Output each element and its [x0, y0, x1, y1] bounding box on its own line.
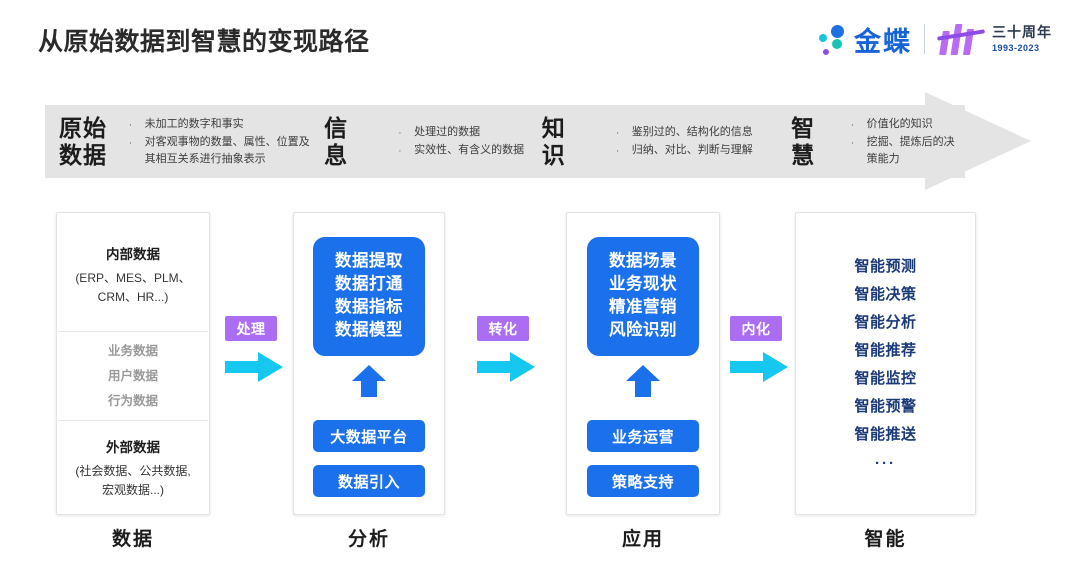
list-item: 智能预警 [854, 398, 917, 415]
right-arrow-icon [730, 352, 788, 382]
stage-label: 知 识 [541, 114, 566, 168]
card-data: 内部数据 (ERP、MES、PLM、 CRM、HR...) 业务数据 用户数据 … [56, 212, 210, 515]
brand-name: 金蝶 [854, 26, 912, 57]
bullet-marker-icon: · [128, 136, 133, 149]
bullet-text: 对客观事物的数量、属性、位置及其相互关系进行抽象表示 [144, 135, 310, 165]
list-item: 智能监控 [854, 370, 917, 387]
dikw-stage-knowledge: 知 识 · 鉴别过的、结构化的信息 · 归纳、对比、判断与理解 [528, 105, 777, 178]
list-item: 智能决策 [854, 286, 917, 303]
anniversary-text: 三十周年 1993-2023 [992, 24, 1052, 53]
middle-item: 用户数据 [107, 368, 158, 383]
bullet-text: 未加工的数字和事实 [144, 117, 244, 130]
list-item: 智能推送 [854, 426, 917, 443]
dikw-stage-raw-data: 原始 数据 · 未加工的数字和事实 · 对客观事物的数量、属性、位置及其相互关系… [45, 105, 310, 178]
application-pill-strategy[interactable]: 策略支持 [587, 465, 699, 497]
middle-item: 业务数据 [107, 343, 158, 358]
banner-band [45, 105, 965, 178]
bullet-text: 价值化的知识 [866, 117, 933, 130]
bullet-text: 实效性、有含义的数据 [414, 143, 525, 156]
anniversary-mark-icon [936, 21, 986, 57]
bullet-text: 处理过的数据 [414, 125, 481, 138]
bullet-text: 鉴别过的、结构化的信息 [631, 125, 753, 138]
banner-arrow-head-icon [925, 92, 1031, 190]
analysis-pill-platform[interactable]: 大数据平台 [313, 420, 425, 452]
dikw-banner: 原始 数据 · 未加工的数字和事实 · 对客观事物的数量、属性、位置及其相互关系… [45, 92, 1031, 190]
bullet-marker-icon: · [850, 118, 855, 131]
up-arrow-icon [352, 365, 386, 397]
anniversary-label: 三十周年 [992, 24, 1052, 41]
brand-logo: 金蝶 三十周年 1993-2023 [816, 18, 1052, 60]
stage-label: 信 息 [324, 114, 349, 168]
external-data-sub: (社会数据、公共数据, 宏观数据...) [75, 464, 191, 497]
bottom-label-analysis: 分析 [347, 529, 390, 550]
card-application: 数据场景 业务现状 精准营销 风险识别 业务运营 策略支持 [566, 212, 720, 515]
bullet-marker-icon: · [615, 144, 620, 157]
bottom-label-data: 数据 [111, 529, 154, 550]
connector-label: 内化 [730, 316, 782, 341]
intelligence-list: 智能预测 智能决策 智能分析 智能推荐 智能监控 智能预警 智能推送 ··· [796, 253, 975, 479]
bullet-text: 归纳、对比、判断与理解 [631, 143, 753, 156]
dikw-stage-wisdom: 智 慧 · 价值化的知识 · 挖掘、提炼后的决策能力 [777, 105, 965, 178]
connector-label: 转化 [477, 316, 529, 341]
bullet-marker-icon: · [850, 136, 855, 149]
card-intelligence: 智能预测 智能决策 智能分析 智能推荐 智能监控 智能预警 智能推送 ··· [795, 212, 976, 515]
middle-item: 行为数据 [107, 393, 158, 408]
right-arrow-icon [477, 352, 535, 382]
card-divider [58, 420, 208, 421]
internal-data-sub: (ERP、MES、PLM、 CRM、HR...) [75, 271, 191, 304]
dikw-stage-information: 信 息 · 处理过的数据 · 实效性、有含义的数据 [310, 105, 528, 178]
stage-label: 原始 数据 [59, 114, 107, 168]
segment-external-data: 外部数据 (社会数据、公共数据, 宏观数据...) [57, 421, 209, 515]
connector-processing: 处理 [225, 316, 299, 387]
card-analysis: 数据提取 数据打通 数据指标 数据模型 大数据平台 数据引入 [293, 212, 445, 515]
external-data-title: 外部数据 [106, 440, 160, 455]
bullet-marker-icon: · [398, 144, 402, 157]
up-arrow-icon [626, 365, 660, 397]
bullet-text: 挖掘、提炼后的决策能力 [866, 135, 955, 165]
application-pill-operations[interactable]: 业务运营 [587, 420, 699, 452]
bottom-label-intelligence: 智能 [864, 529, 907, 550]
bullet-marker-icon: · [398, 126, 402, 139]
list-item: 智能分析 [854, 314, 917, 331]
analysis-main-box: 数据提取 数据打通 数据指标 数据模型 [313, 237, 425, 356]
bullet-marker-icon: · [128, 118, 133, 131]
segment-internal-data: 内部数据 (ERP、MES、PLM、 CRM、HR...) [57, 213, 209, 331]
analysis-pill-ingest[interactable]: 数据引入 [313, 465, 425, 497]
bottom-label-application: 应用 [621, 529, 664, 550]
connector-label: 处理 [225, 316, 277, 341]
anniversary-years: 1993-2023 [992, 42, 1040, 53]
bullet-marker-icon: · [615, 126, 620, 139]
kingdee-dots-icon [816, 22, 850, 56]
brand-divider [924, 24, 925, 54]
right-arrow-icon [225, 352, 283, 382]
list-ellipsis: ··· [875, 455, 896, 472]
internal-data-title: 内部数据 [106, 247, 160, 262]
application-main-box: 数据场景 业务现状 精准营销 风险识别 [587, 237, 699, 356]
connector-internalization: 内化 [730, 316, 804, 387]
page-title: 从原始数据到智慧的变现路径 [38, 28, 370, 56]
list-item: 智能预测 [854, 258, 917, 275]
list-item: 智能推荐 [854, 342, 917, 359]
segment-middle-data: 业务数据 用户数据 行为数据 [57, 332, 209, 420]
card-divider [58, 331, 208, 332]
connector-transformation: 转化 [477, 316, 551, 387]
stage-label: 智 慧 [791, 114, 816, 168]
